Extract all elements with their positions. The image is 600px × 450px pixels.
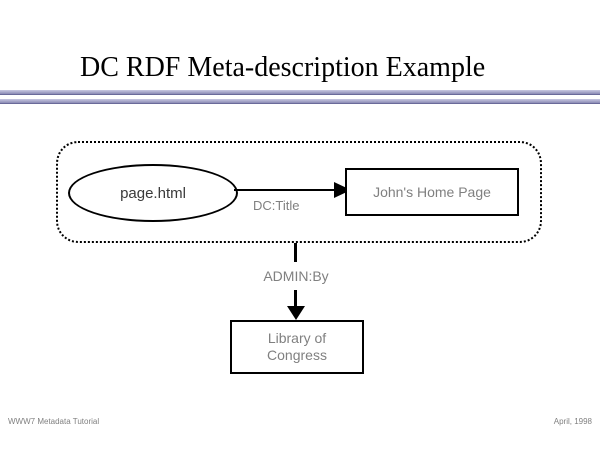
dc-title-edge-label: DC:Title — [253, 198, 300, 213]
footer-left: WWW7 Metadata Tutorial — [8, 417, 100, 426]
title-divider-line-top — [0, 90, 600, 95]
footer-right: April, 1998 — [553, 417, 592, 426]
title-value-text: John's Home Page — [373, 184, 491, 200]
admin-value-box: Library of Congress — [230, 320, 364, 374]
dc-title-arrow-line — [234, 189, 335, 191]
rdf-statement-dashed-group — [56, 141, 542, 243]
admin-arrowhead-down-icon — [287, 306, 305, 320]
resource-node-ellipse: page.html — [68, 164, 238, 222]
admin-value-text: Library of Congress — [267, 329, 327, 364]
resource-node-label: page.html — [120, 184, 186, 202]
title-value-box: John's Home Page — [345, 168, 519, 216]
admin-by-edge-label: ADMIN:By — [263, 268, 329, 284]
slide-title: DC RDF Meta-description Example — [80, 52, 486, 83]
title-divider-line-bottom — [0, 99, 600, 104]
admin-arrow-line — [294, 290, 297, 307]
admin-connector-line-top — [294, 243, 297, 262]
